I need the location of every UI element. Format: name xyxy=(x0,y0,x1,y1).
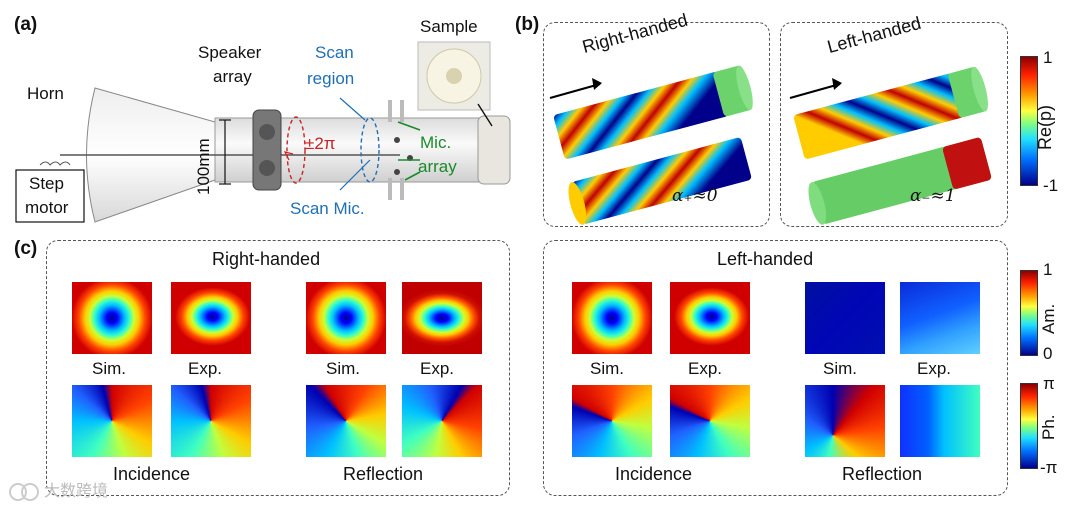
lh-title: Left-handed xyxy=(717,249,814,269)
lh-reflection-label: Reflection xyxy=(842,464,923,484)
horn-label: Horn xyxy=(27,84,64,103)
lh-exp-label-1: Exp. xyxy=(688,359,723,378)
amplitude-min: 0 xyxy=(1043,344,1053,363)
step-motor-label-1: Step xyxy=(29,174,64,193)
phase-max: π xyxy=(1043,374,1055,393)
alpha-plus-label: α₊≈0 xyxy=(672,186,718,206)
speaker-array-label-2: array xyxy=(213,67,252,86)
phase-label: Ph. xyxy=(1039,414,1058,440)
lh-incidence-amp-sim xyxy=(572,282,652,354)
watermark-logo-icon xyxy=(9,483,39,501)
panel-b-letter: (b) xyxy=(515,14,540,35)
step-motor-label-2: motor xyxy=(25,198,69,217)
lh-incidence-label: Incidence xyxy=(615,464,693,484)
rh-reflection-phase-exp xyxy=(402,385,482,457)
amplitude-colorbar xyxy=(1020,270,1038,356)
lh-sim-label-2: Sim. xyxy=(823,359,857,378)
mic-array-label-1: Mic. xyxy=(420,133,452,152)
panel-a-letter: (a) xyxy=(14,14,38,35)
re-p-label: Re(p) xyxy=(1035,104,1055,150)
lh-sim-label-1: Sim. xyxy=(590,359,624,378)
re-p-min: -1 xyxy=(1043,176,1059,195)
rh-title: Right-handed xyxy=(212,249,321,269)
phase-min: -π xyxy=(1040,458,1058,477)
rh-exp-label-1: Exp. xyxy=(188,359,223,378)
scan-region-label-1: Scan xyxy=(315,43,354,62)
amplitude-max: 1 xyxy=(1043,260,1053,279)
scan-region-label-2: region xyxy=(307,69,355,88)
re-p-colorbar xyxy=(1020,56,1038,186)
rh-incidence-label: Incidence xyxy=(113,464,191,484)
lh-reflection-amp-exp xyxy=(900,282,980,354)
rh-sim-label-1: Sim. xyxy=(92,359,126,378)
rh-incidence-amp-exp xyxy=(171,282,251,354)
setup-schematic xyxy=(15,41,511,223)
lh-exp-label-2: Exp. xyxy=(917,359,952,378)
rh-incidence-phase-sim xyxy=(72,385,152,457)
rh-reflection-amp-exp xyxy=(402,282,482,354)
sample-label: Sample xyxy=(420,17,478,36)
rh-sim-label-2: Sim. xyxy=(326,359,360,378)
rh-incidence-phase-exp xyxy=(171,385,251,457)
lh-incidence-phase-sim xyxy=(572,385,652,457)
lh-reflection-phase-exp xyxy=(900,385,980,457)
scan-mic-label: Scan Mic. xyxy=(290,199,365,218)
amplitude-label: Am. xyxy=(1039,303,1058,334)
speaker-array-block xyxy=(252,109,282,191)
rh-reflection-amp-sim xyxy=(306,282,386,354)
rh-reflection-label: Reflection xyxy=(343,464,424,484)
lh-reflection-phase-sim xyxy=(805,385,885,457)
left-handed-maps-box xyxy=(543,240,1008,496)
right-handed-box xyxy=(543,22,770,227)
alpha-minus-label: α₋≈1 xyxy=(910,186,956,206)
mic-array-label-2: array xyxy=(418,157,457,176)
lh-incidence-phase-exp xyxy=(670,385,750,457)
phase-colorbar xyxy=(1020,383,1038,469)
rh-reflection-phase-sim xyxy=(306,385,386,457)
cylinder-fields xyxy=(549,65,992,225)
left-handed-box xyxy=(780,22,1008,227)
speaker-array-label-1: Speaker xyxy=(198,43,262,62)
re-p-max: 1 xyxy=(1043,48,1053,67)
rh-incidence-amp-sim xyxy=(72,282,152,354)
watermark: 大数跨境 xyxy=(44,483,109,500)
right-handed-maps-box xyxy=(46,240,510,496)
rh-exp-label-2: Exp. xyxy=(420,359,455,378)
step-motor-box xyxy=(15,169,85,223)
panel-c-letter: (c) xyxy=(14,238,38,259)
phase-range-label: ±2π xyxy=(305,134,336,153)
lh-reflection-amp-sim xyxy=(805,282,885,354)
lh-incidence-amp-exp xyxy=(670,282,750,354)
diameter-label: 100mm xyxy=(194,138,213,195)
